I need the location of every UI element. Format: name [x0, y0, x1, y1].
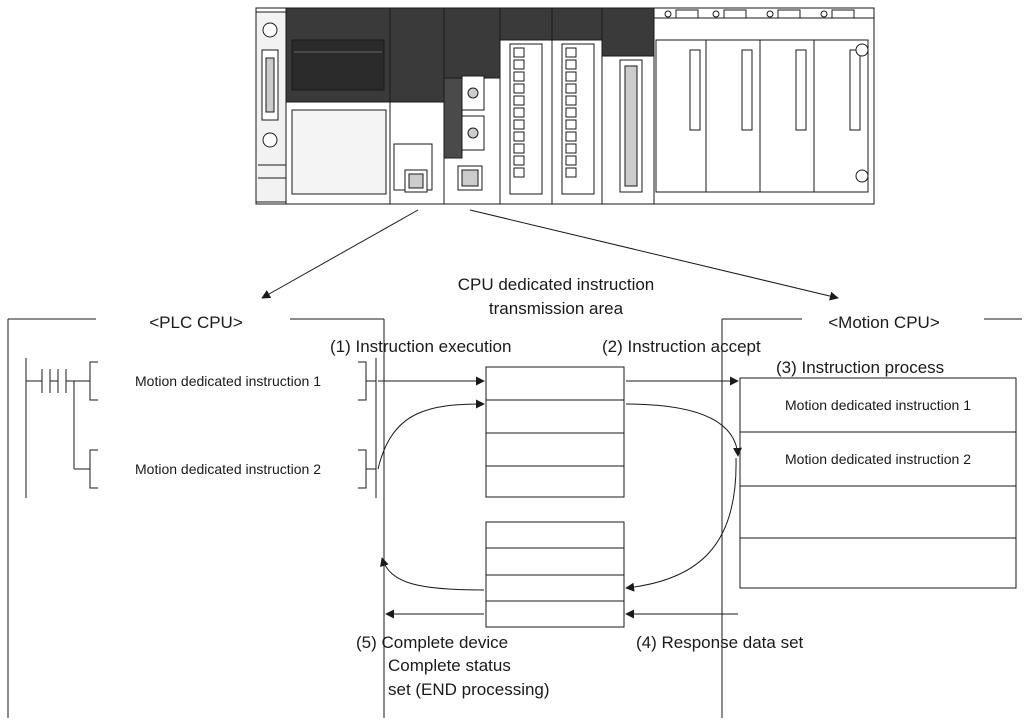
motion-cpu-frame	[721, 318, 1022, 718]
plc-hardware-illustration	[255, 7, 875, 205]
arrow-instr2-to-table	[377, 399, 485, 470]
step4-label: (4) Response data set	[636, 633, 804, 652]
motion-cpu-title: <Motion CPU>	[828, 313, 940, 332]
transmission-table-request	[485, 366, 625, 498]
arrow-hardware-to-motion	[469, 209, 839, 301]
step1-label: (1) Instruction execution	[330, 337, 511, 356]
transmission-table-response	[485, 521, 625, 628]
arrow-response-to-plc	[380, 557, 485, 591]
ladder-instruction-2: Motion dedicated instruction 2	[135, 461, 321, 477]
ladder-instruction-1: Motion dedicated instruction 1	[135, 373, 321, 389]
process-row-2: Motion dedicated instruction 2	[785, 451, 971, 467]
area-title-line2: transmission area	[489, 299, 624, 318]
plc-cpu-title: <PLC CPU>	[149, 313, 243, 332]
arrow-table-to-process2	[625, 403, 743, 457]
ladder-diagram	[25, 358, 377, 498]
arrow-process-to-response	[625, 457, 737, 592]
flow-arrows	[377, 376, 743, 619]
step5-line1: (5) Complete device	[356, 633, 508, 652]
step3-label: (3) Instruction process	[776, 358, 944, 377]
step5-line2: Complete status	[388, 656, 511, 675]
area-title-line1: CPU dedicated instruction	[458, 275, 655, 294]
process-row-1: Motion dedicated instruction 1	[785, 397, 971, 413]
step2-label: (2) Instruction accept	[602, 337, 761, 356]
step5-line3: set (END processing)	[388, 680, 550, 699]
instruction-process-table	[739, 377, 1017, 589]
plc-cpu-frame	[7, 318, 385, 718]
arrow-hardware-to-plc	[261, 209, 419, 299]
